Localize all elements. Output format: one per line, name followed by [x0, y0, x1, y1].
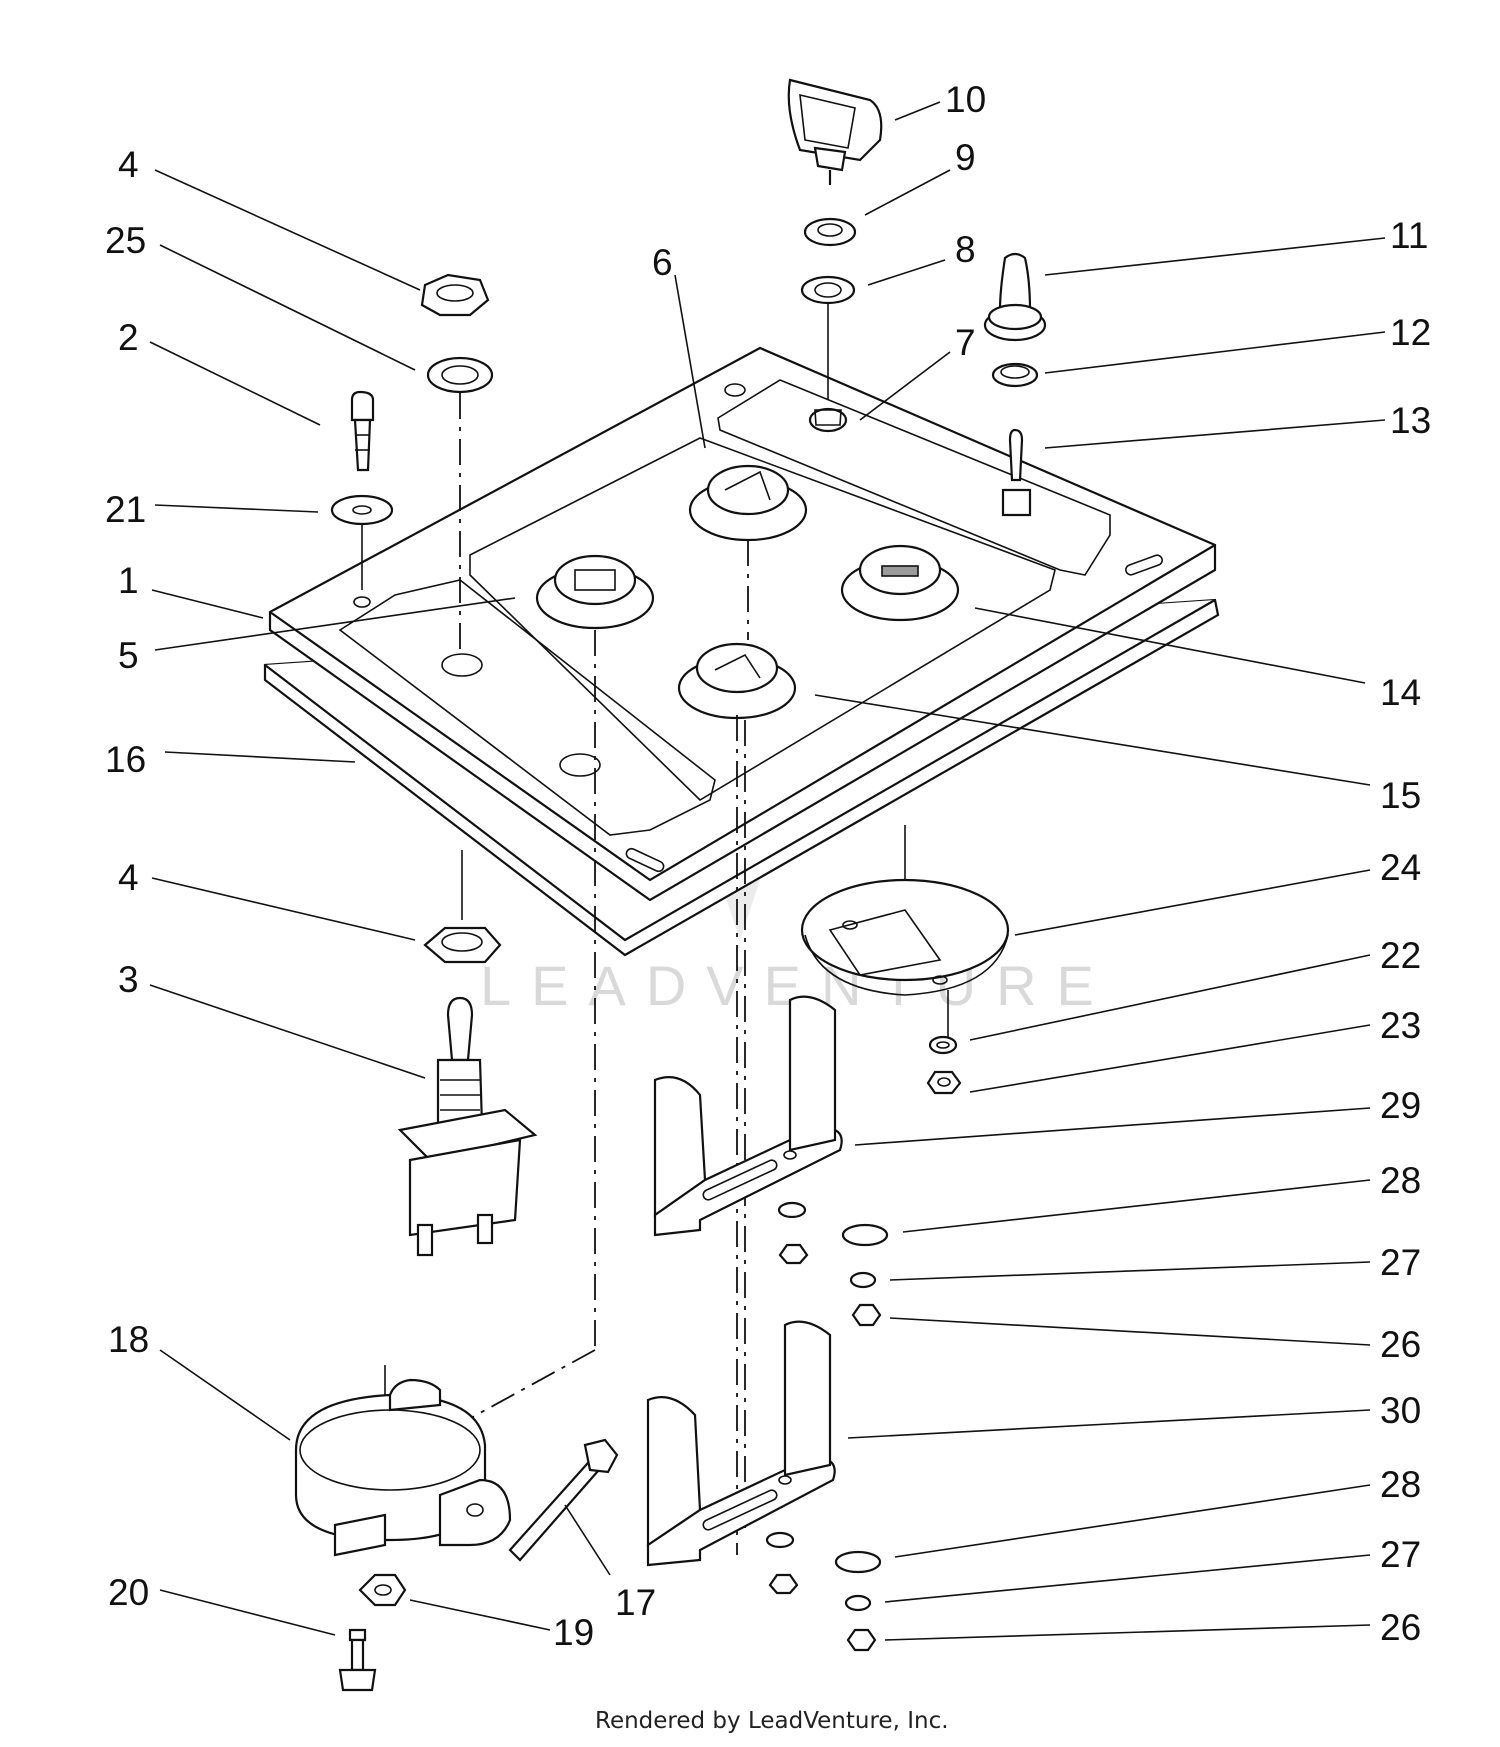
callout-20: 20 [108, 1572, 149, 1613]
lock-washer-8 [800, 275, 856, 305]
gauge-cup-24 [800, 878, 1010, 996]
callout-9: 9 [955, 137, 976, 178]
callout-3: 3 [118, 959, 139, 1000]
callout-16: 16 [105, 739, 146, 780]
switch-13 [1001, 428, 1032, 517]
gauge-temperature-6 [688, 464, 808, 542]
callout-13: 13 [1390, 400, 1431, 441]
bracket-30 [646, 1320, 836, 1567]
callout-1: 1 [118, 560, 139, 601]
callout-23: 23 [1380, 1005, 1421, 1046]
callout-6: 6 [652, 242, 673, 283]
callout-29: 29 [1380, 1085, 1421, 1126]
callout-2: 2 [118, 317, 139, 358]
lock-washer-25 [426, 356, 494, 394]
callout-24: 24 [1380, 847, 1421, 888]
callout-8: 8 [955, 229, 976, 270]
toggle-switch-11 [983, 252, 1047, 342]
gauge-fuel-14 [840, 544, 960, 622]
bolt-17 [508, 1438, 619, 1562]
callout-28-b: 28 [1380, 1464, 1421, 1505]
clamp-18 [294, 1378, 512, 1557]
callout-25: 25 [105, 220, 146, 261]
callout-26-b: 26 [1380, 1607, 1421, 1648]
callout-21: 21 [105, 489, 146, 530]
washers-29 [777, 1201, 889, 1327]
washers-30 [765, 1531, 882, 1652]
lock-washer-22 [928, 1035, 958, 1055]
bracket-29 [653, 995, 843, 1237]
callout-14: 14 [1380, 672, 1421, 713]
callout-19: 19 [553, 1612, 594, 1653]
callout-28-a: 28 [1380, 1160, 1421, 1201]
callout-18: 18 [108, 1319, 149, 1360]
nut-9 [803, 217, 857, 247]
screw-2 [350, 390, 375, 472]
callout-11: 11 [1390, 215, 1428, 256]
nut-19 [358, 1573, 407, 1607]
toggle-switch-3 [397, 996, 538, 1257]
nut-12 [991, 362, 1039, 388]
callout-17: 17 [615, 1582, 656, 1623]
nut-23 [926, 1070, 962, 1095]
callout-27-a: 27 [1380, 1242, 1421, 1283]
screw-20 [338, 1628, 377, 1692]
gauge-oil-15 [677, 642, 797, 720]
callout-15: 15 [1380, 775, 1421, 816]
callout-27-b: 27 [1380, 1534, 1421, 1575]
washer-21 [330, 494, 394, 526]
callout-10: 10 [945, 79, 986, 120]
callout-26-a: 26 [1380, 1324, 1421, 1365]
ignition-key-10 [787, 78, 883, 185]
callout-4-top: 4 [118, 144, 139, 185]
gauge-hourmeter-5 [535, 554, 655, 630]
callout-22: 22 [1380, 935, 1421, 976]
callout-30: 30 [1380, 1390, 1421, 1431]
callout-5: 5 [118, 635, 139, 676]
nut-4-bottom [423, 926, 502, 964]
callout-labels: 4 25 2 21 1 5 16 4 3 18 20 19 17 10 9 8 … [105, 79, 1431, 1653]
callout-7: 7 [955, 322, 976, 363]
leader-lines [149, 101, 1386, 1641]
callout-12: 12 [1390, 312, 1431, 353]
callout-4-bottom: 4 [118, 857, 139, 898]
footer-credit: Rendered by LeadVenture, Inc. [595, 1708, 949, 1734]
ignition-switch-7 [808, 407, 848, 433]
nut-4-top [420, 273, 490, 317]
